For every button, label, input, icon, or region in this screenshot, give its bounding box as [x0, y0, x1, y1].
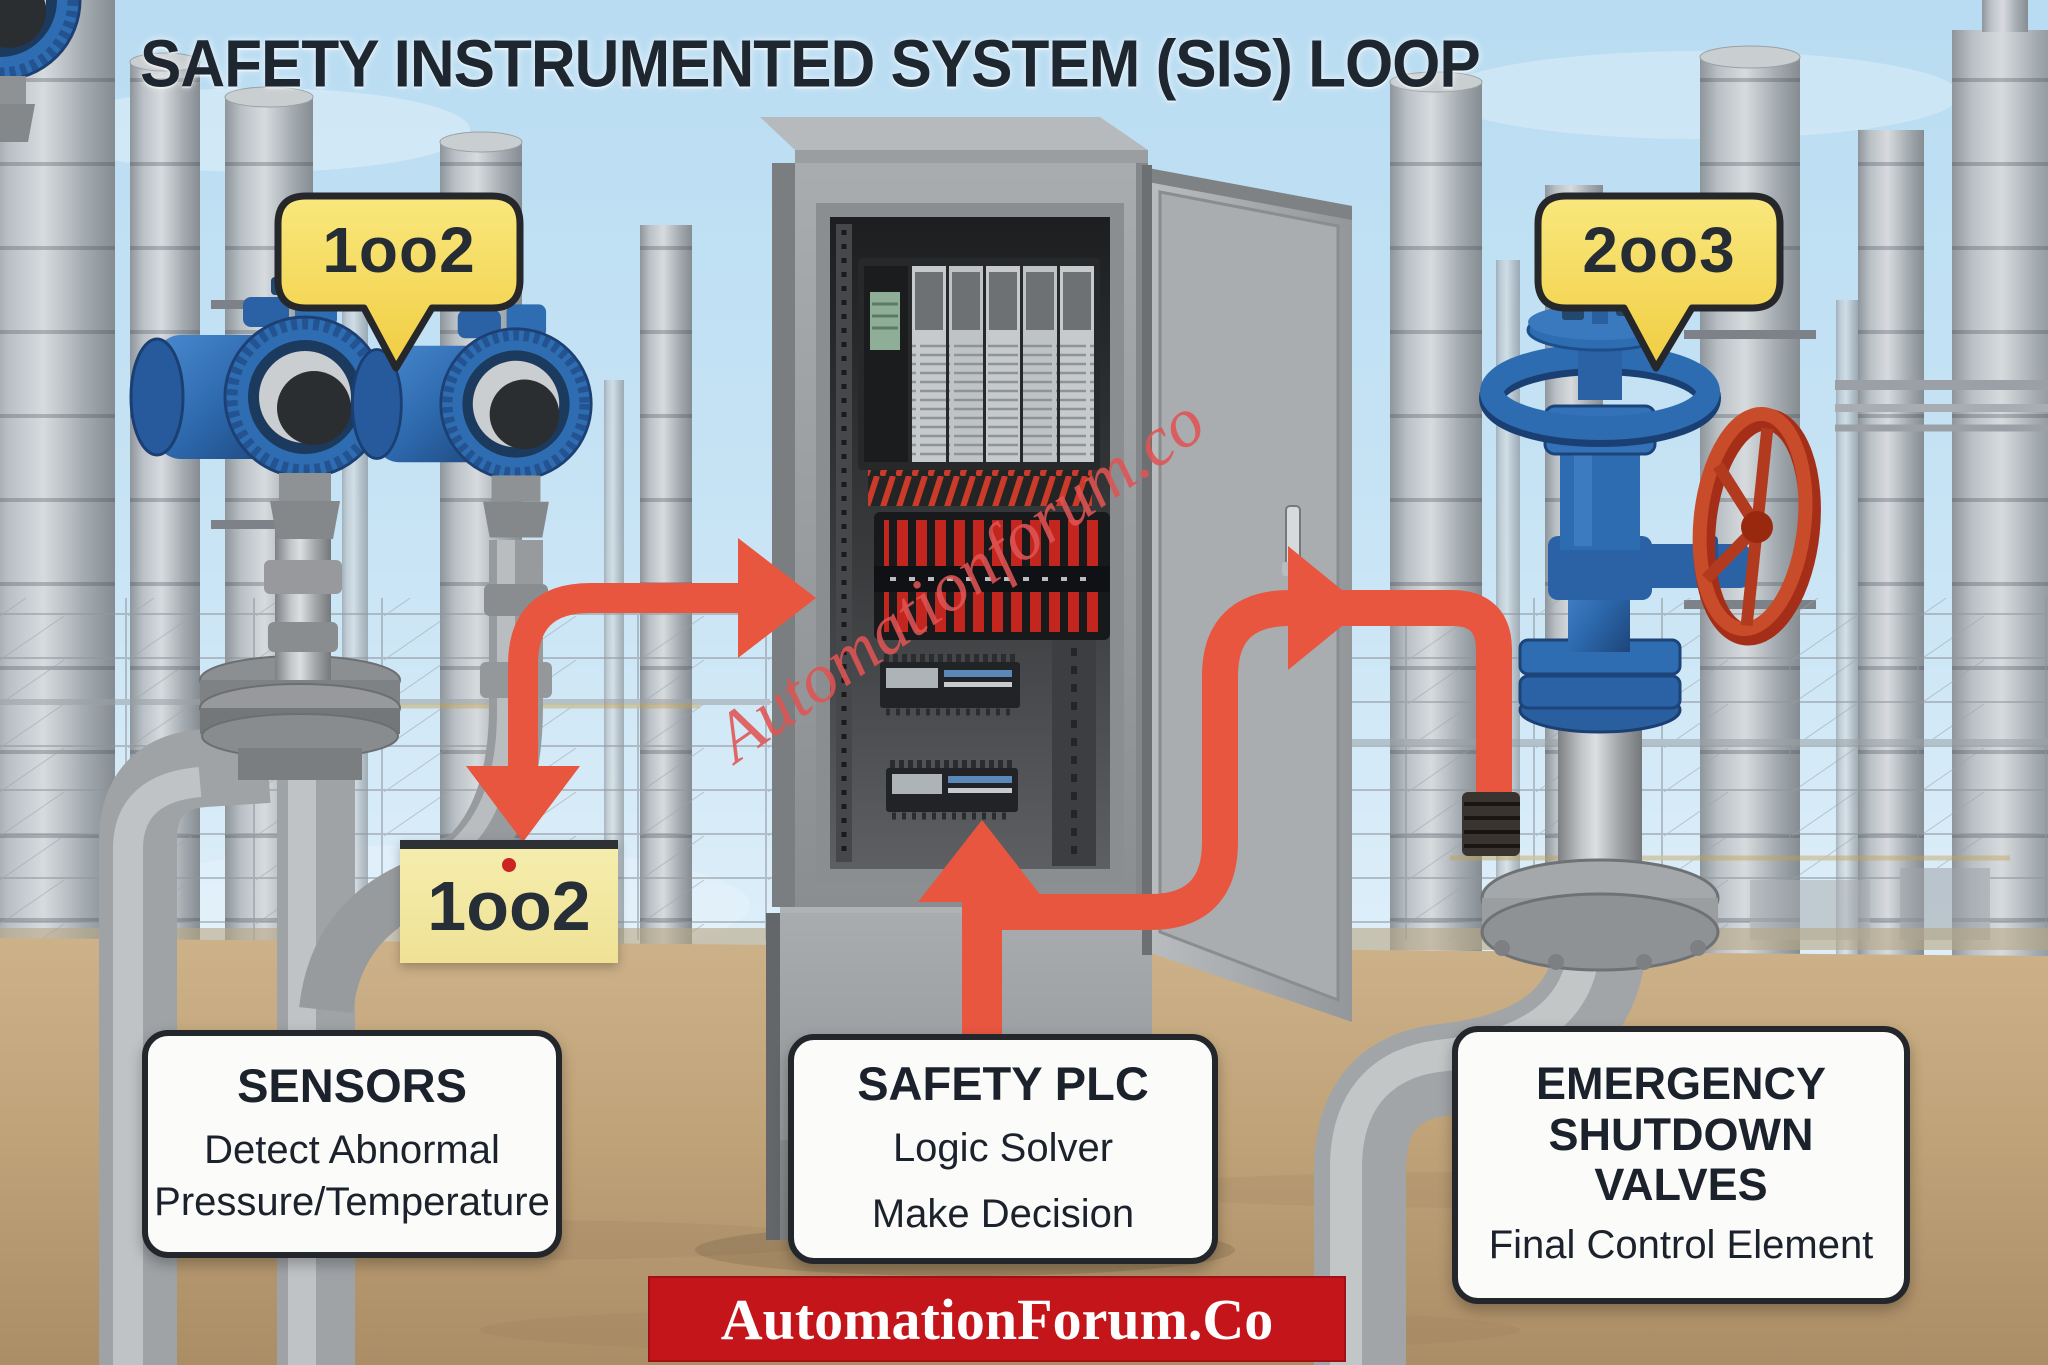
voting-badge-valves	[1534, 192, 1784, 372]
flow-arrow-sensors-to-plc	[466, 538, 816, 842]
sensor-assembly	[0, 0, 591, 1365]
mid-voting-label-text: 1oo2	[427, 867, 591, 945]
sensors-card-line1: Detect Abnormal	[204, 1128, 500, 1173]
plc-card-title: SAFETY PLC	[857, 1056, 1149, 1110]
valve-handwheel	[1692, 406, 1821, 646]
terminal-module-1	[880, 654, 1020, 716]
arrowhead-down-icon	[466, 766, 580, 842]
conduit-coupling	[1462, 792, 1520, 856]
terminal-module-2	[886, 760, 1018, 820]
valve-piping	[1314, 700, 1720, 1365]
plc-card: SAFETY PLC Logic Solver Make Decision	[788, 1034, 1218, 1264]
arrowhead-right-icon	[738, 538, 816, 658]
sensors-card-title: SENSORS	[237, 1058, 467, 1112]
flow-arrow-plc-to-valve	[982, 546, 1512, 930]
voting-badges	[274, 192, 1784, 372]
esd-valve-assembly	[1314, 298, 1821, 1365]
footer-banner: AutomationForum.Co	[648, 1276, 1346, 1362]
valves-card-line1: Final Control Element	[1488, 1222, 1874, 1267]
valves-card-title: EMERGENCY SHUTDOWN VALVES	[1535, 1058, 1827, 1211]
footer-brand-text: AutomationForum.Co	[720, 1286, 1274, 1352]
plc-card-line2: Make Decision	[871, 1192, 1135, 1237]
sensor-voting-badge-label: 1oo2	[322, 214, 476, 286]
io-marshalling-panel	[874, 512, 1110, 640]
arrowhead-right-icon	[1288, 546, 1364, 670]
page-title: SAFETY INSTRUMENTED SYSTEM (SIS) LOOP	[140, 27, 1481, 102]
valves-card: EMERGENCY SHUTDOWN VALVES Final Control …	[1452, 1026, 1910, 1304]
sensors-card: SENSORS Detect Abnormal Pressure/Tempera…	[142, 1030, 562, 1258]
flow-arrows	[466, 538, 1520, 1056]
sensor-piping	[99, 528, 552, 1365]
valve-voting-badge-label: 2oo3	[1582, 214, 1736, 286]
voting-badge-sensors	[274, 192, 524, 372]
arrowhead-up-icon	[918, 820, 1046, 902]
plc-card-line1: Logic Solver	[892, 1126, 1114, 1171]
sensors-card-line2: Pressure/Temperature	[154, 1180, 550, 1225]
plc-rack	[858, 258, 1100, 470]
red-dot-icon	[502, 858, 517, 872]
mid-voting-label: 1oo2	[400, 840, 618, 963]
